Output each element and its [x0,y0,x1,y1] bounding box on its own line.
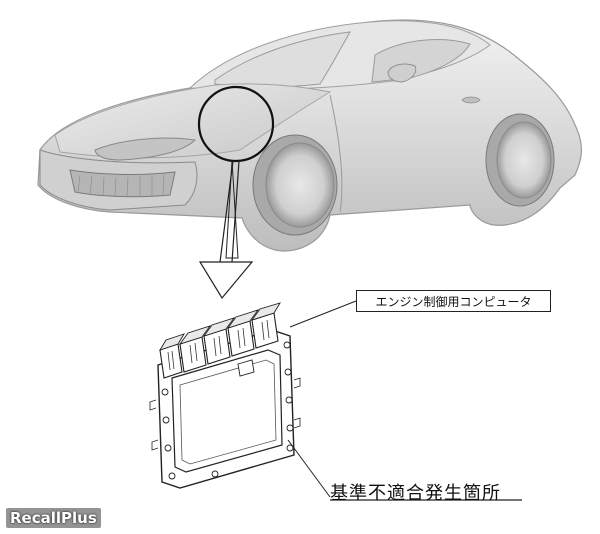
component-callout-label: エンジン制御用コンピュータ [356,290,551,312]
sports-car-illustration [37,19,582,252]
watermark-logo: RecallPlus [6,508,101,528]
location-circle [197,85,275,163]
engine-ecu-illustration [149,302,301,489]
pointer-arrow [198,160,254,300]
ecu-inner-panel [171,349,283,473]
ecu-mounting-points [161,341,294,480]
headlight [94,137,197,161]
ecu-connectors [158,302,281,379]
side-mirror [387,63,417,83]
door-handle [461,96,481,104]
front-grille [69,169,176,198]
component-leader-line [289,300,357,328]
grille-mesh [77,173,165,198]
hood [54,83,332,159]
defect-leader-line [287,439,331,498]
rear-wheel [485,113,555,207]
door-line [329,94,343,213]
front-wheel [252,134,338,236]
defect-location-label: 基準不適合発生箇所 [330,483,501,504]
